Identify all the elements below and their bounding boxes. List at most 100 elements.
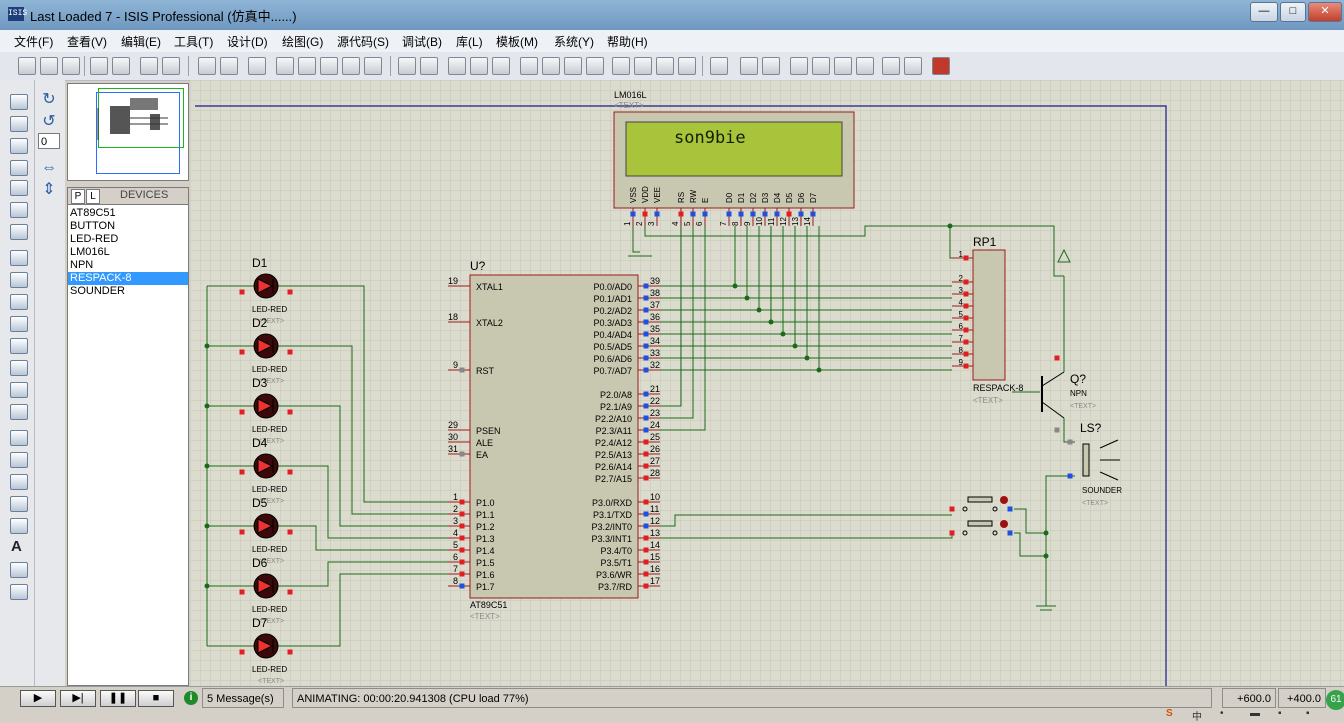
zoom-in-icon[interactable] [298, 57, 316, 75]
print-icon[interactable] [140, 57, 158, 75]
block-move-icon[interactable] [542, 57, 560, 75]
save-icon[interactable] [62, 57, 80, 75]
packaging-icon[interactable] [656, 57, 674, 75]
voltage-probe-mode-icon[interactable] [10, 360, 28, 376]
subcircuit-mode-icon[interactable] [10, 224, 28, 240]
wire-label-mode-icon[interactable] [10, 160, 28, 176]
symbol-mode-icon[interactable] [10, 562, 28, 578]
menu-library[interactable]: 库(L) [456, 35, 483, 49]
zoom-all-icon[interactable] [342, 57, 360, 75]
new-file-icon[interactable] [18, 57, 36, 75]
print-area-icon[interactable] [162, 57, 180, 75]
pick-device-tab[interactable]: P [71, 189, 85, 204]
play-button[interactable]: ▶ [20, 690, 56, 707]
step-button[interactable]: ▶| [60, 690, 96, 707]
undo-icon[interactable] [398, 57, 416, 75]
zoom-area-icon[interactable] [364, 57, 382, 75]
library-tab[interactable]: L [86, 189, 100, 204]
rotate-anticlockwise-icon[interactable]: ↺ [42, 113, 56, 130]
ime-keyboard-icon[interactable]: ▬ [1250, 708, 1260, 719]
menu-source[interactable]: 源代码(S) [337, 35, 389, 49]
cut-icon[interactable] [448, 57, 466, 75]
mirror-y-icon[interactable]: ⇕ [42, 181, 56, 198]
text-script-mode-icon[interactable] [10, 180, 28, 196]
wire-autorouter-icon[interactable] [710, 57, 728, 75]
pick-device-icon[interactable] [612, 57, 630, 75]
export-icon[interactable] [112, 57, 130, 75]
redo-icon[interactable] [420, 57, 438, 75]
tape-recorder-mode-icon[interactable] [10, 316, 28, 332]
block-copy-icon[interactable] [520, 57, 538, 75]
menu-file[interactable]: 文件(F) [14, 35, 54, 49]
menu-debug[interactable]: 调试(B) [402, 35, 442, 49]
junction-mode-icon[interactable] [10, 138, 28, 154]
device-item-at89c51[interactable]: AT89C51 [70, 207, 116, 219]
message-count[interactable]: 5 Message(s) [202, 688, 284, 708]
import-icon[interactable] [90, 57, 108, 75]
minimize-button[interactable]: — [1250, 2, 1278, 22]
device-item-npn[interactable]: NPN [70, 259, 94, 271]
device-item-button[interactable]: BUTTON [70, 220, 116, 232]
search-tag-icon[interactable] [740, 57, 758, 75]
block-rotate-icon[interactable] [564, 57, 582, 75]
copy-icon[interactable] [470, 57, 488, 75]
paste-icon[interactable] [492, 57, 510, 75]
ime-punct-icon[interactable]: • [1220, 708, 1224, 719]
device-item-lm016l[interactable]: LM016L [70, 246, 110, 258]
component-mode-icon[interactable] [10, 116, 28, 132]
buses-mode-icon[interactable] [10, 202, 28, 218]
new-sheet-icon[interactable] [790, 57, 808, 75]
menu-template[interactable]: 模板(M) [496, 35, 538, 49]
stop-button[interactable]: ■ [138, 690, 174, 707]
electrical-check-icon[interactable] [904, 57, 922, 75]
ime-skin-icon[interactable]: ▪ [1278, 708, 1282, 719]
rotation-angle-field[interactable]: 0 [38, 133, 60, 149]
menu-view[interactable]: 查看(V) [67, 35, 107, 49]
open-folder-icon[interactable] [40, 57, 58, 75]
box-mode-icon[interactable] [10, 452, 28, 468]
respack-body[interactable] [972, 249, 1006, 381]
refresh-icon[interactable] [198, 57, 216, 75]
line-mode-icon[interactable] [10, 430, 28, 446]
close-button[interactable]: ✕ [1308, 2, 1342, 22]
ime-language[interactable]: 中 [1192, 712, 1202, 723]
sounder-body[interactable] [1082, 443, 1090, 477]
menu-help[interactable]: 帮助(H) [607, 35, 648, 49]
arc-mode-icon[interactable] [10, 496, 28, 512]
text-mode-icon[interactable]: A [11, 538, 22, 555]
terminals-mode-icon[interactable] [10, 250, 28, 266]
ime-settings-icon[interactable]: ▪ [1306, 708, 1310, 719]
exit-to-parent-icon[interactable] [856, 57, 874, 75]
selection-mode-icon[interactable] [10, 94, 28, 110]
schematic-canvas[interactable]: U?AT89C51<TEXT>19XTAL118XTAL29RST29PSEN3… [190, 80, 1344, 686]
generator-mode-icon[interactable] [10, 338, 28, 354]
menu-system[interactable]: 系统(Y) [554, 35, 594, 49]
make-device-icon[interactable] [634, 57, 652, 75]
mcu-body[interactable] [469, 274, 639, 599]
current-probe-mode-icon[interactable] [10, 382, 28, 398]
pan-icon[interactable] [276, 57, 294, 75]
virtual-instruments-mode-icon[interactable] [10, 404, 28, 420]
zoom-out-icon[interactable] [320, 57, 338, 75]
menu-graph[interactable]: 绘图(G) [282, 35, 324, 49]
decompose-icon[interactable] [678, 57, 696, 75]
pause-button[interactable]: ❚❚ [100, 690, 136, 707]
overview-window[interactable] [67, 83, 189, 181]
marker-mode-icon[interactable] [10, 584, 28, 600]
maximize-button[interactable]: □ [1280, 2, 1306, 22]
property-tool-icon[interactable] [762, 57, 780, 75]
menu-tools[interactable]: 工具(T) [174, 35, 214, 49]
graph-mode-icon[interactable] [10, 294, 28, 310]
menu-edit[interactable]: 编辑(E) [121, 35, 161, 49]
device-pins-mode-icon[interactable] [10, 272, 28, 288]
closed-path-mode-icon[interactable] [10, 518, 28, 534]
bill-of-materials-icon[interactable] [882, 57, 900, 75]
goto-sheet-icon[interactable] [834, 57, 852, 75]
grid-icon[interactable] [220, 57, 238, 75]
menu-design[interactable]: 设计(D) [227, 35, 268, 49]
ime-logo-icon[interactable]: S [1166, 708, 1173, 719]
button-body[interactable] [967, 520, 993, 527]
ares-icon[interactable] [932, 57, 950, 75]
remove-sheet-icon[interactable] [812, 57, 830, 75]
device-item-respack-8[interactable]: RESPACK-8 [68, 272, 188, 285]
